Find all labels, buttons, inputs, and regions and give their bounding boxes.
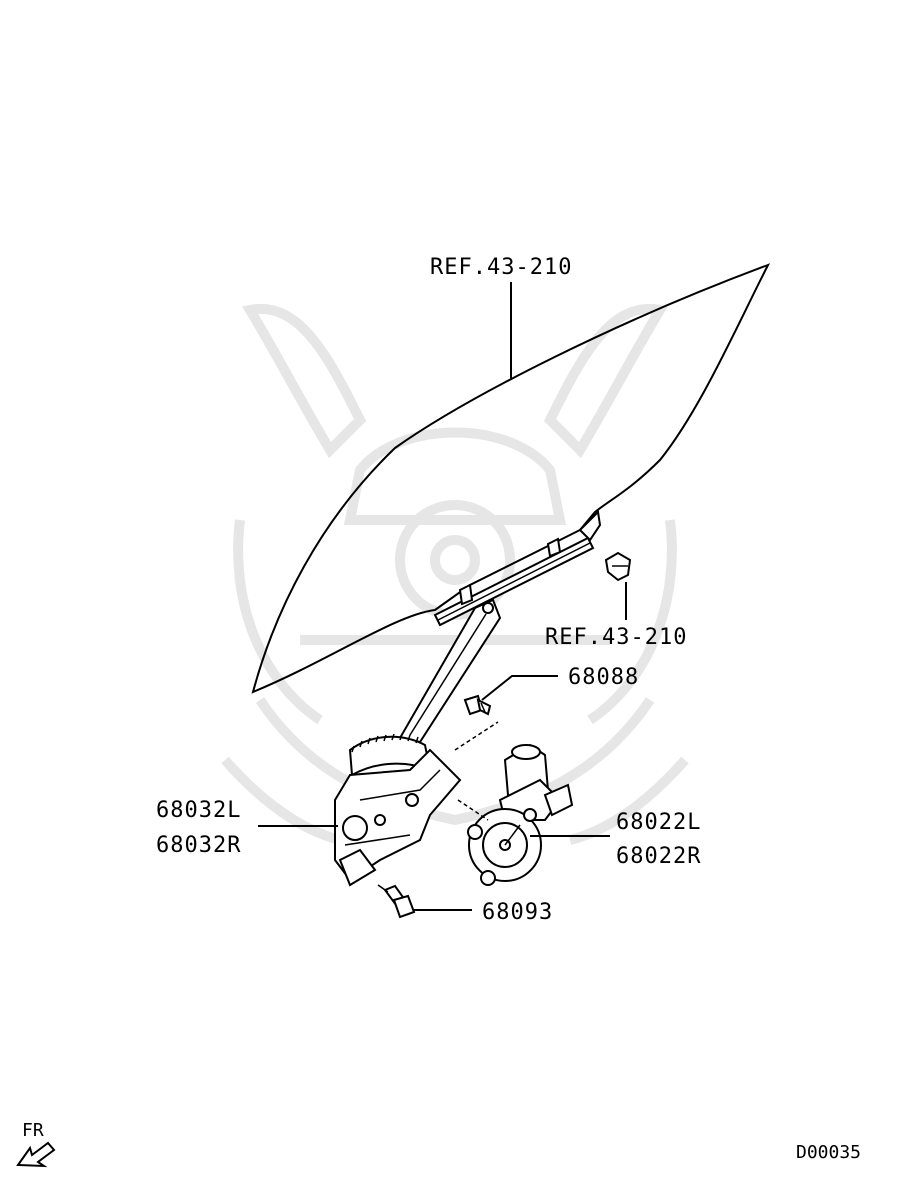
watermark-logo	[221, 303, 689, 845]
upper-bolt	[463, 694, 492, 716]
bolt-upper-dash	[454, 721, 499, 751]
diagram-code: D00035	[796, 1142, 861, 1163]
regulator-left-label[interactable]: 68032L	[156, 798, 241, 823]
clip-ref-label[interactable]: REF.43-210	[545, 625, 687, 650]
orientation-label: FR	[22, 1120, 44, 1141]
bolt-upper-label[interactable]: 68088	[568, 665, 639, 690]
lower-bolt	[377, 884, 416, 919]
glass-ref-label[interactable]: REF.43-210	[430, 255, 572, 280]
motor-left-label[interactable]: 68022L	[616, 810, 701, 835]
window-motor	[467, 743, 574, 886]
regulator-right-label[interactable]: 68032R	[156, 833, 241, 858]
regulator-assembly	[334, 733, 462, 887]
motor-right-label[interactable]: 68022R	[616, 844, 701, 869]
window-glass	[251, 263, 771, 694]
bolt-upper-leader-line	[481, 675, 558, 701]
glass-channel	[433, 509, 602, 627]
regulator-arm	[398, 598, 502, 744]
front-arrow-icon	[16, 1141, 56, 1168]
glass-clip	[604, 551, 632, 582]
motor-dash	[457, 799, 489, 821]
bolt-lower-label[interactable]: 68093	[482, 900, 553, 925]
